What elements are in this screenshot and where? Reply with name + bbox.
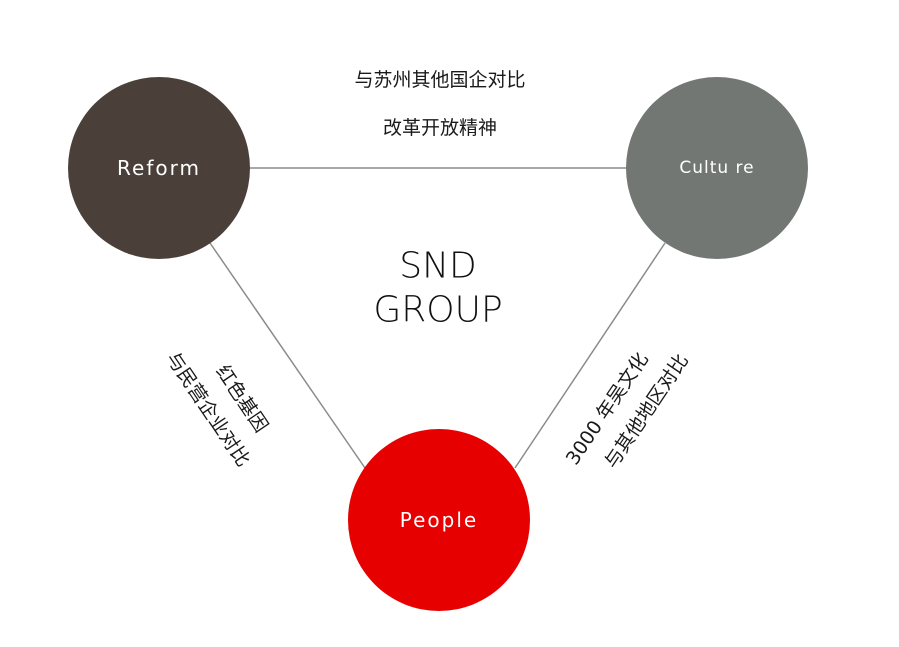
edge-label-top-line1: 与苏州其他国企对比 [354, 69, 525, 91]
node-people-circle [348, 429, 530, 611]
node-reform-label: Reform [117, 156, 201, 180]
center-title-line2: GROUP [373, 290, 502, 331]
node-culture-circle [626, 77, 808, 259]
edge-label-left: 红色基因 与民营企业对比 [162, 348, 272, 471]
node-culture-label: Cultu re [679, 158, 754, 178]
edge-label-top-line2: 改革开放精神 [383, 117, 497, 139]
node-reform-circle [68, 77, 250, 259]
connector-culture-people [514, 242, 666, 469]
node-culture: Cultu re [626, 77, 808, 259]
node-people-label: People [400, 508, 478, 532]
node-people: People [348, 429, 530, 611]
edge-label-right: 3000 年吴文化 与其他地区对比 [562, 349, 693, 473]
edge-label-top: 与苏州其他国企对比 改革开放精神 [354, 69, 525, 139]
connector-reform-people [209, 242, 366, 469]
node-reform: Reform [68, 77, 250, 259]
center-title-line1: SND [399, 246, 477, 287]
center-title: SND GROUP [373, 246, 502, 331]
